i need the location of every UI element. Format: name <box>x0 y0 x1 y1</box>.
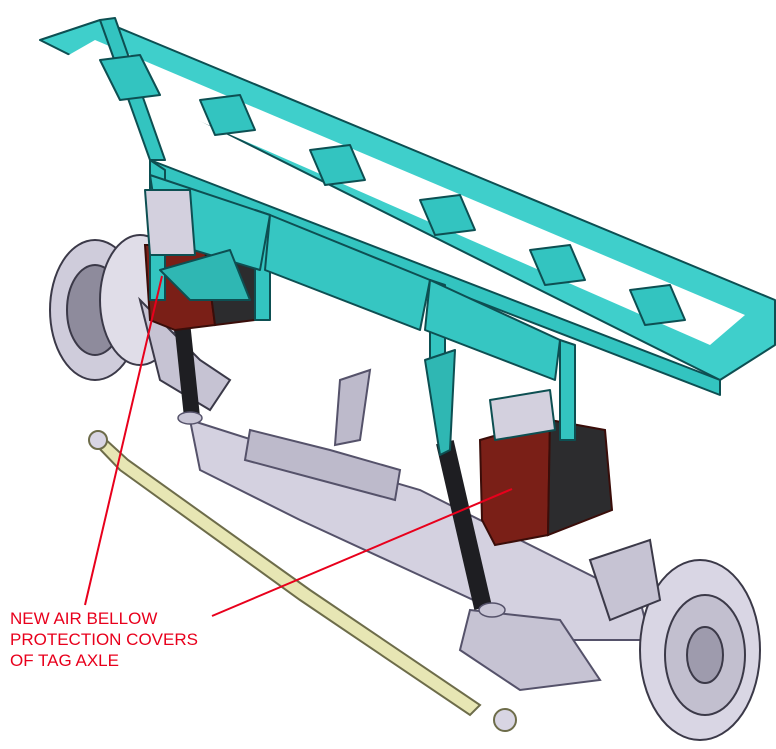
leader-line-right <box>211 488 513 617</box>
leader-lines <box>84 275 513 617</box>
leader-line-left <box>84 275 163 606</box>
tie-rod <box>88 430 517 732</box>
shock-absorber-left <box>172 304 203 425</box>
annotation-line-3: OF TAG AXLE <box>10 651 119 670</box>
annotation-label: NEW AIR BELLOW PROTECTION COVERS OF TAG … <box>10 608 198 671</box>
air-bellow-cover-right <box>478 418 614 547</box>
axle-body <box>188 368 652 692</box>
shock-absorber-right <box>436 440 506 618</box>
annotation-line-2: PROTECTION COVERS <box>10 630 198 649</box>
wheel-hub-right <box>588 538 761 741</box>
annotation-line-1: NEW AIR BELLOW <box>10 609 158 628</box>
chassis-frame <box>39 17 776 456</box>
